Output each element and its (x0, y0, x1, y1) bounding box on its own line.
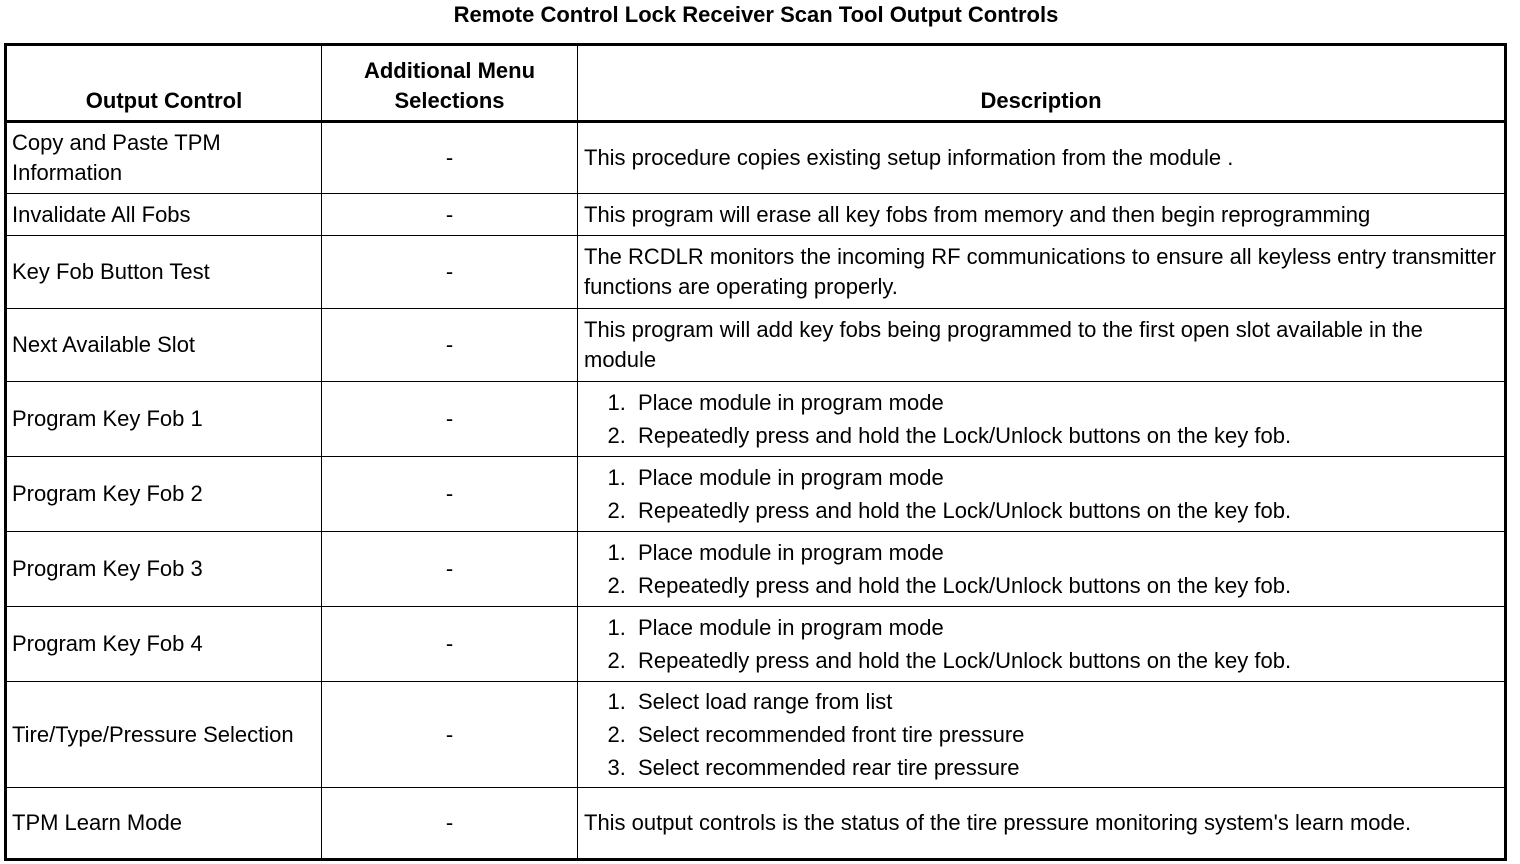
additional-menu-cell: - (321, 193, 578, 236)
additional-menu-cell: - (321, 456, 578, 532)
step-item: Place module in program mode (632, 536, 1498, 569)
table-row: TPM Learn Mode - This output controls is… (5, 787, 1506, 860)
description-cell: Place module in program mode Repeatedly … (577, 606, 1506, 682)
additional-menu-cell: - (321, 606, 578, 682)
column-header-additional-menu: Additional Menu Selections (321, 44, 578, 123)
column-header-description: Description (577, 44, 1506, 123)
description-cell: This program will erase all key fobs fro… (577, 193, 1506, 236)
step-item: Place module in program mode (632, 611, 1498, 644)
step-item: Repeatedly press and hold the Lock/Unloc… (632, 644, 1498, 677)
output-control-cell: Key Fob Button Test (5, 235, 322, 309)
output-control-cell: Program Key Fob 1 (5, 381, 322, 457)
additional-menu-cell: - (321, 235, 578, 309)
description-cell: Place module in program mode Repeatedly … (577, 531, 1506, 607)
table-row: Key Fob Button Test - The RCDLR monitors… (5, 235, 1506, 309)
output-control-cell: Copy and Paste TPM Information (5, 121, 322, 194)
column-header-output-control: Output Control (5, 44, 322, 123)
step-item: Select recommended front tire pressure (632, 718, 1498, 751)
document-title: Remote Control Lock Receiver Scan Tool O… (453, 2, 1059, 27)
table-row: Next Available Slot - This program will … (5, 308, 1506, 382)
table-row: Program Key Fob 3 - Place module in prog… (5, 531, 1506, 607)
table-row: Program Key Fob 2 - Place module in prog… (5, 456, 1506, 532)
additional-menu-cell: - (321, 121, 578, 194)
step-item: Place module in program mode (632, 461, 1498, 494)
output-control-cell: Program Key Fob 4 (5, 606, 322, 682)
step-list: Select load range from list Select recom… (584, 685, 1498, 784)
step-item: Place module in program mode (632, 386, 1498, 419)
description-cell: Select load range from list Select recom… (577, 681, 1506, 788)
step-list: Place module in program mode Repeatedly … (584, 536, 1498, 602)
table-row: Program Key Fob 1 - Place module in prog… (5, 381, 1506, 457)
step-item: Repeatedly press and hold the Lock/Unloc… (632, 569, 1498, 602)
output-control-cell: Program Key Fob 3 (5, 531, 322, 607)
description-cell: This output controls is the status of th… (577, 787, 1506, 860)
additional-menu-cell: - (321, 381, 578, 457)
description-cell: Place module in program mode Repeatedly … (577, 381, 1506, 457)
additional-menu-cell: - (321, 681, 578, 788)
table-row: Copy and Paste TPM Information - This pr… (5, 121, 1506, 194)
step-item: Repeatedly press and hold the Lock/Unloc… (632, 494, 1498, 527)
table-row: Tire/Type/Pressure Selection - Select lo… (5, 681, 1506, 788)
description-cell: This procedure copies existing setup inf… (577, 121, 1506, 194)
description-cell: This program will add key fobs being pro… (577, 308, 1506, 382)
additional-menu-cell: - (321, 308, 578, 382)
additional-menu-cell: - (321, 787, 578, 860)
output-control-cell: Next Available Slot (5, 308, 322, 382)
table-row: Program Key Fob 4 - Place module in prog… (5, 606, 1506, 682)
description-cell: The RCDLR monitors the incoming RF commu… (577, 235, 1506, 309)
step-item: Select load range from list (632, 685, 1498, 718)
output-control-cell: TPM Learn Mode (5, 787, 322, 860)
output-control-cell: Program Key Fob 2 (5, 456, 322, 532)
output-control-cell: Invalidate All Fobs (5, 193, 322, 236)
step-list: Place module in program mode Repeatedly … (584, 386, 1498, 452)
step-list: Place module in program mode Repeatedly … (584, 461, 1498, 527)
output-controls-table: Output Control Additional Menu Selection… (4, 43, 1507, 861)
step-list: Place module in program mode Repeatedly … (584, 611, 1498, 677)
step-item: Select recommended rear tire pressure (632, 751, 1498, 784)
step-item: Repeatedly press and hold the Lock/Unloc… (632, 419, 1498, 452)
additional-menu-cell: - (321, 531, 578, 607)
table-row: Invalidate All Fobs - This program will … (5, 193, 1506, 236)
description-cell: Place module in program mode Repeatedly … (577, 456, 1506, 532)
table-header-row: Output Control Additional Menu Selection… (5, 44, 1506, 123)
output-control-cell: Tire/Type/Pressure Selection (5, 681, 322, 788)
